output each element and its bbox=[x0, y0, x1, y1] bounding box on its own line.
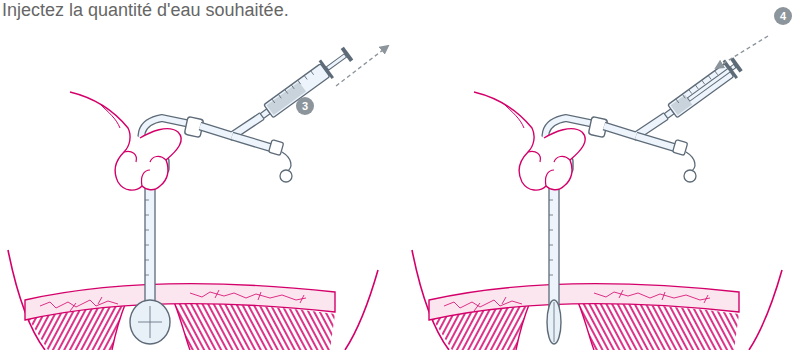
syringe bbox=[256, 44, 355, 125]
direction-arrow bbox=[336, 46, 388, 86]
panel-inject bbox=[412, 7, 792, 350]
callout-number: 4 bbox=[774, 7, 792, 25]
callout-circle bbox=[296, 97, 314, 115]
instruction-text: Injectez la quantité d'eau souhaitée. bbox=[2, 0, 289, 21]
direction-arrow bbox=[716, 36, 768, 68]
callout-circle bbox=[774, 7, 792, 25]
syringe bbox=[660, 55, 745, 125]
callout-number: 3 bbox=[296, 97, 314, 115]
panel-aspirate bbox=[8, 44, 388, 350]
